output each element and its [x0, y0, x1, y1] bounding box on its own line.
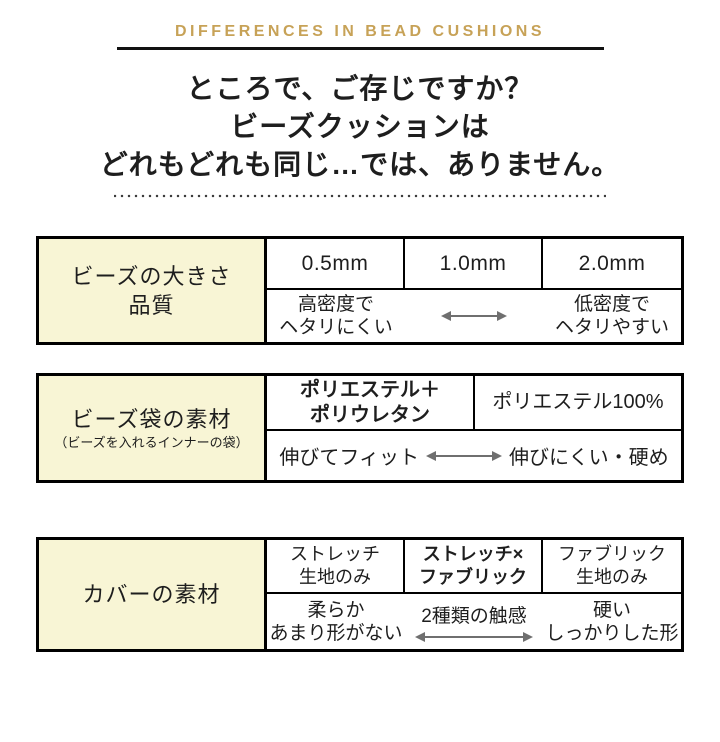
cover-right-note: 硬い しっかりした形 — [545, 599, 679, 644]
inner-bag-table: ビーズ袋の素材 （ビーズを入れるインナーの袋） ポリエステル＋ ポリウレタン ポ… — [36, 373, 684, 483]
cover-col-stretch-fabric: ストレッチ× ファブリック — [405, 540, 543, 592]
double-arrow-icon — [426, 450, 502, 461]
infographic-page: DIFFERENCES IN BEAD CUSHIONS ところで、ご存じですか… — [0, 22, 720, 652]
inner-bag-row-header: ビーズ袋の素材 （ビーズを入れるインナーの袋） — [39, 376, 267, 480]
inner-bag-left-note: 伸びてフィット — [279, 447, 419, 469]
bead-size-arrow-cell — [405, 311, 543, 321]
bead-size-label-line2: 品質 — [128, 292, 175, 318]
bead-size-row-header: ビーズの大きさ 品質 — [39, 239, 267, 342]
cover-row-header: カバーの素材 — [39, 540, 267, 649]
heading-line-1: ところで、ご存じですか？ — [186, 73, 534, 104]
bead-size-right-note: 低密度で ヘタリやすい — [554, 294, 669, 338]
cover-label: カバーの素材 — [82, 582, 221, 607]
dotted-divider — [114, 194, 606, 198]
double-arrow-icon — [441, 311, 507, 321]
inner-bag-sublabel: （ビーズを入れるインナーの袋） — [54, 434, 249, 450]
cover-note-row: 柔らか あまり形がない 2種類の触感 硬い しっかりした形 — [267, 592, 681, 649]
cover-col-fabric: ファブリック 生地のみ — [558, 544, 666, 587]
bead-size-note-row: 高密度で ヘタリにくい 低密度で ヘタリやすい — [267, 288, 681, 342]
bead-size-col-large: 2.0mm — [578, 251, 646, 275]
inner-bag-note-row: 伸びてフィット 伸びにくい・硬め — [267, 429, 681, 480]
bead-size-col-medium: 1.0mm — [405, 239, 543, 288]
cover-center-note: 2種類の触感 — [405, 605, 543, 642]
inner-bag-right-note: 伸びにくい・硬め — [509, 447, 669, 469]
main-heading: ところで、ご存じですか？ ビーズクッションは どれもどれも同じ…では、ありません… — [0, 70, 720, 184]
heading-line-3: どれもどれも同じ…では、ありません。 — [99, 149, 621, 180]
cover-col-stretch: ストレッチ 生地のみ — [267, 540, 405, 592]
double-arrow-icon — [415, 632, 533, 642]
inner-bag-col-polyester: ポリエステル100% — [492, 391, 664, 413]
bead-size-table: ビーズの大きさ 品質 0.5mm 1.0mm 2.0mm 高密度で ヘタリにくい… — [36, 236, 684, 345]
bead-size-label-line1: ビーズの大きさ — [71, 263, 232, 289]
cover-left-note: 柔らか あまり形がない — [269, 599, 403, 644]
header-rule — [116, 47, 604, 50]
inner-bag-col-polyurethane: ポリエステル＋ ポリウレタン — [267, 376, 475, 429]
english-subtitle: DIFFERENCES IN BEAD CUSHIONS — [174, 23, 546, 40]
bead-size-left-note: 高密度で ヘタリにくい — [279, 294, 393, 338]
inner-bag-label: ビーズ袋の素材 — [71, 406, 232, 432]
heading-line-2: ビーズクッションは — [230, 111, 490, 142]
bead-size-col-small: 0.5mm — [267, 239, 405, 288]
cover-material-table: カバーの素材 ストレッチ 生地のみ ストレッチ× ファブリック ファブリック 生… — [36, 537, 684, 652]
